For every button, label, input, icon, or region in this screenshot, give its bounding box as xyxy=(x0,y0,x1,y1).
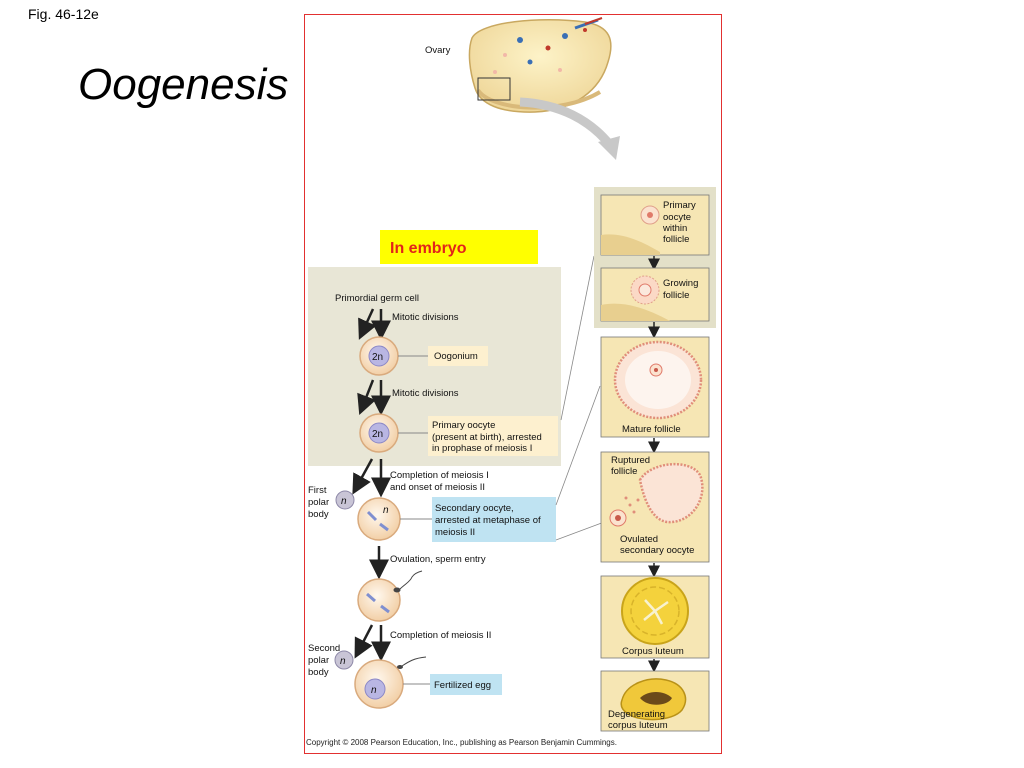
secondary-oocyte-box xyxy=(432,497,556,542)
egg-sperm-entry-cell xyxy=(357,578,401,622)
second-polar-body xyxy=(334,650,354,670)
degenerating-line1: Degenerating xyxy=(608,709,665,720)
completion-meiosis2-label: Completion of meiosis II xyxy=(390,630,491,641)
primary-oocyte-line3: in prophase of meiosis I xyxy=(432,443,532,454)
mitotic-divisions-1-label: Mitotic divisions xyxy=(392,312,459,323)
second-polar-line2: polar xyxy=(308,655,329,666)
ovary-illustration xyxy=(468,17,620,160)
sperm-tail xyxy=(399,570,423,590)
meiosis-completion-line2: and onset of meiosis II xyxy=(390,482,485,493)
mitotic-divisions-2-label: Mitotic divisions xyxy=(392,388,459,399)
primary-oocyte-line2: (present at birth), arrested xyxy=(432,432,542,443)
secondary-oocyte-line3: meiosis II xyxy=(435,527,475,538)
primary-follicle-line4: follicle xyxy=(663,234,689,245)
primordial-label: Primordial germ cell xyxy=(335,293,419,304)
ovary-label: Ovary xyxy=(425,45,451,56)
primary-oocyte-nucleus xyxy=(368,422,390,444)
secondary-oocyte-ploidy: n xyxy=(383,505,389,516)
degenerating-line2: corpus luteum xyxy=(608,720,668,731)
secondary-oocyte-cell xyxy=(357,497,401,541)
meiosis-completion-line1: Completion of meiosis I xyxy=(390,470,489,481)
ovulated-oocyte-line1: Ovulated xyxy=(620,534,658,545)
primary-follicle-line3: within xyxy=(662,223,687,234)
primary-oocyte-line1: Primary oocyte xyxy=(432,420,495,431)
oogonium-label: Oogonium xyxy=(434,351,478,362)
ruptured-follicle-line1: Ruptured xyxy=(611,455,650,466)
ovulated-oocyte-line2: secondary oocyte xyxy=(620,545,694,556)
embryo-label-box xyxy=(380,230,538,264)
ovulation-label: Ovulation, sperm entry xyxy=(390,554,486,565)
primary-oocyte-box xyxy=(428,416,558,456)
primary-follicle-line2: oocyte xyxy=(663,212,691,223)
corpus-luteum-label: Corpus luteum xyxy=(622,646,684,657)
first-polar-line1: First xyxy=(308,485,327,496)
copyright-notice: Copyright © 2008 Pearson Education, Inc.… xyxy=(306,738,617,747)
fertilized-egg-box xyxy=(430,674,502,695)
oogonium-ploidy: 2n xyxy=(372,352,383,363)
arrow-meiosis1-left xyxy=(352,458,374,495)
second-polar-line1: Second xyxy=(308,643,340,654)
arrow-meiosis2-left xyxy=(354,624,374,659)
primary-oocyte-ploidy: 2n xyxy=(372,429,383,440)
arrow-oogonium-left xyxy=(357,379,376,415)
oogonium-nucleus xyxy=(368,345,390,367)
slide-title: Oogenesis xyxy=(78,60,289,109)
oogonium-box xyxy=(428,346,488,366)
second-polar-line3: body xyxy=(308,667,329,678)
first-polar-body xyxy=(335,490,355,510)
secondary-oocyte-line1: Secondary oocyte, xyxy=(435,503,514,514)
growing-follicle-line2: follicle xyxy=(663,290,689,301)
first-polar-line3: body xyxy=(308,509,329,520)
figure-label: Fig. 46-12e xyxy=(28,6,99,22)
primary-follicle-line1: Primary xyxy=(663,200,696,211)
first-polar-line2: polar xyxy=(308,497,329,508)
ruptured-follicle-line2: follicle xyxy=(611,466,637,477)
fertilized-ploidy: n xyxy=(371,685,377,696)
fertilized-egg-label: Fertilized egg xyxy=(434,680,491,691)
mature-follicle-label: Mature follicle xyxy=(622,424,681,435)
embryo-label: In embryo xyxy=(390,240,467,257)
zygote-nucleus xyxy=(364,678,386,700)
secondary-oocyte-line2: arrested at metaphase of xyxy=(435,515,541,526)
growing-follicle-line1: Growing xyxy=(663,278,698,289)
second-polar-ploidy: n xyxy=(340,656,346,667)
sperm-head xyxy=(393,587,401,593)
arrow-primordial-left xyxy=(358,308,377,340)
first-polar-ploidy: n xyxy=(341,496,347,507)
ruptured-follicle-body xyxy=(638,462,704,524)
